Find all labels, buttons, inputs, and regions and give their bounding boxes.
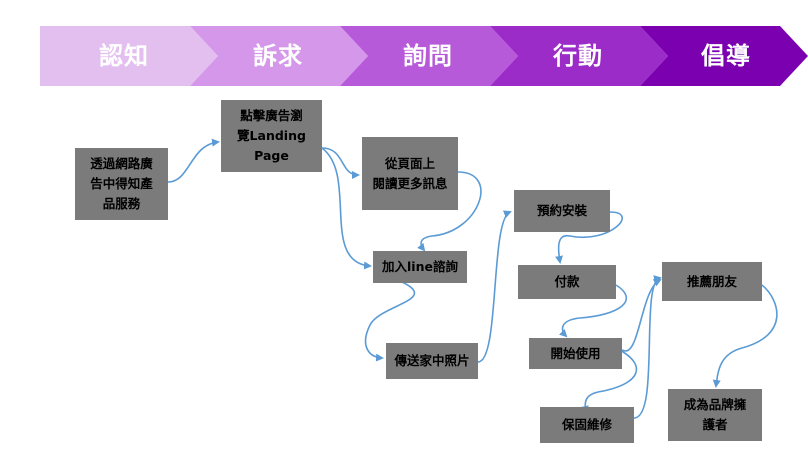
stage-label-inquiry: 詢問 bbox=[403, 42, 453, 70]
connector-photos-to-book bbox=[477, 210, 512, 363]
stage-label-action: 行動 bbox=[553, 42, 603, 70]
stage-chevron-advocacy bbox=[640, 26, 808, 86]
connector-click-to-line bbox=[321, 147, 372, 270]
node-start-use: 開始使用 bbox=[529, 338, 622, 369]
node-pay: 付款 bbox=[518, 265, 616, 299]
connector-start-to-recommend bbox=[621, 279, 662, 352]
stage-chevron-awareness bbox=[40, 26, 218, 86]
node-click-ad: 點擊廣告瀏 覽Landing Page bbox=[221, 100, 322, 172]
stage-label-awareness: 認知 bbox=[99, 42, 149, 70]
connector-line-to-photos bbox=[364, 281, 416, 362]
node-warranty: 保固維修 bbox=[540, 407, 634, 443]
connector-awareness-to-click bbox=[167, 138, 220, 183]
stage-label-advocacy: 倡導 bbox=[701, 42, 751, 70]
connector-click-to-read bbox=[321, 147, 360, 179]
connector-book-to-pay bbox=[555, 211, 623, 264]
node-line-inquiry: 加入line諮詢 bbox=[373, 251, 467, 283]
connector-pay-to-start bbox=[558, 284, 628, 338]
stage-chevron-appeal bbox=[190, 26, 368, 86]
node-send-photos: 傳送家中照片 bbox=[386, 343, 478, 379]
node-book-install: 預約安裝 bbox=[514, 190, 610, 232]
node-read-more: 從頁面上 閱讀更多訊息 bbox=[362, 137, 458, 210]
connector-warranty-to-recommend bbox=[633, 275, 662, 419]
stage-label-appeal: 訴求 bbox=[253, 42, 303, 70]
node-recommend: 推薦朋友 bbox=[662, 262, 762, 301]
stage-chevron-inquiry bbox=[340, 26, 518, 86]
stage-chevron-action bbox=[490, 26, 668, 86]
node-brand-advocate: 成為品牌擁 護者 bbox=[668, 389, 762, 441]
connector-recommend-to-advocate bbox=[712, 284, 778, 388]
connector-start-to-warranty bbox=[580, 347, 638, 414]
node-awareness-channels: 透過網路廣 告中得知產 品服務 bbox=[75, 148, 168, 220]
connector-read-to-line bbox=[417, 171, 482, 252]
